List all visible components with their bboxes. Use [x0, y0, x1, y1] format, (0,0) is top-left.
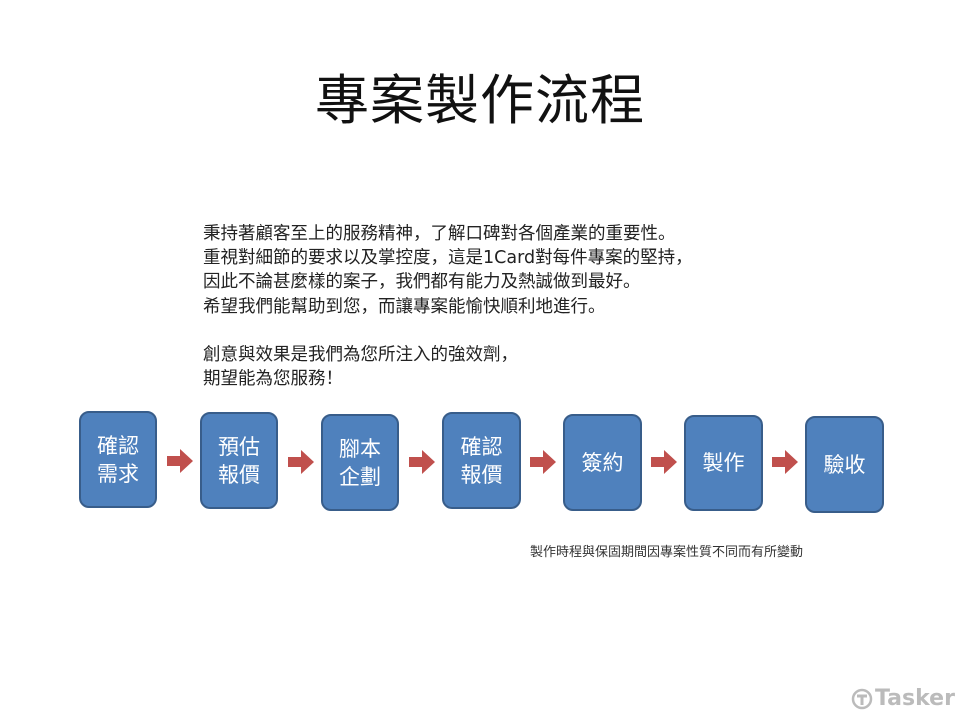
tasker-logo-icon	[851, 688, 873, 709]
step-estimate-quote: 預估報價	[200, 412, 278, 509]
intro-line: 期望能為您服務！	[203, 369, 343, 390]
intro-line	[203, 319, 693, 343]
arrow-right-icon	[530, 450, 556, 474]
tasker-logo: Tasker	[851, 686, 955, 711]
step-label: 驗收	[823, 452, 866, 477]
step-label: 需求	[97, 461, 139, 486]
step-label: 企劃	[339, 464, 381, 489]
intro-line: 希望我們能幫助到您，而讓專案能愉快順利地進行。	[203, 296, 606, 317]
arrow-right-icon	[288, 450, 314, 474]
schedule-note: 製作時程與保固期間因專案性質不同而有所變動	[530, 545, 804, 560]
arrow-right-icon	[167, 449, 193, 473]
arrow-right-icon	[409, 450, 435, 474]
intro-text: 秉持著顧客至上的服務精神，了解口碑對各個產業的重要性。 重視對細節的要求以及掌控…	[203, 222, 693, 391]
step-script-plan: 腳本企劃	[321, 414, 399, 511]
step-label: 確認	[460, 434, 503, 459]
step-label: 預估	[218, 434, 260, 459]
step-label: 報價	[218, 462, 260, 487]
step-contract: 簽約	[563, 414, 642, 511]
step-label: 確認	[97, 433, 139, 458]
logo-text: Tasker	[875, 686, 955, 711]
intro-line: 秉持著顧客至上的服務精神，了解口碑對各個產業的重要性。	[203, 224, 676, 244]
step-label: 報價	[460, 462, 503, 487]
page-title: 專案製作流程	[315, 69, 645, 132]
step-confirm-quote: 確認報價	[442, 412, 521, 509]
step-label: 簽約	[581, 450, 624, 475]
intro-line: 因此不論甚麼樣的案子，我們都有能力及熱誠做到最好。	[203, 272, 641, 293]
step-label: 製作	[702, 451, 745, 475]
step-production: 製作	[684, 415, 763, 511]
intro-line: 重視對細節的要求以及掌控度，這是1Card對每件專案的堅持，	[203, 248, 693, 269]
step-acceptance: 驗收	[805, 416, 884, 513]
arrow-right-icon	[651, 450, 677, 474]
intro-line: 創意與效果是我們為您所注入的強效劑，	[203, 344, 518, 365]
step-label: 腳本	[339, 436, 381, 461]
arrow-right-icon	[772, 450, 798, 474]
step-confirm-needs: 確認需求	[79, 411, 157, 508]
